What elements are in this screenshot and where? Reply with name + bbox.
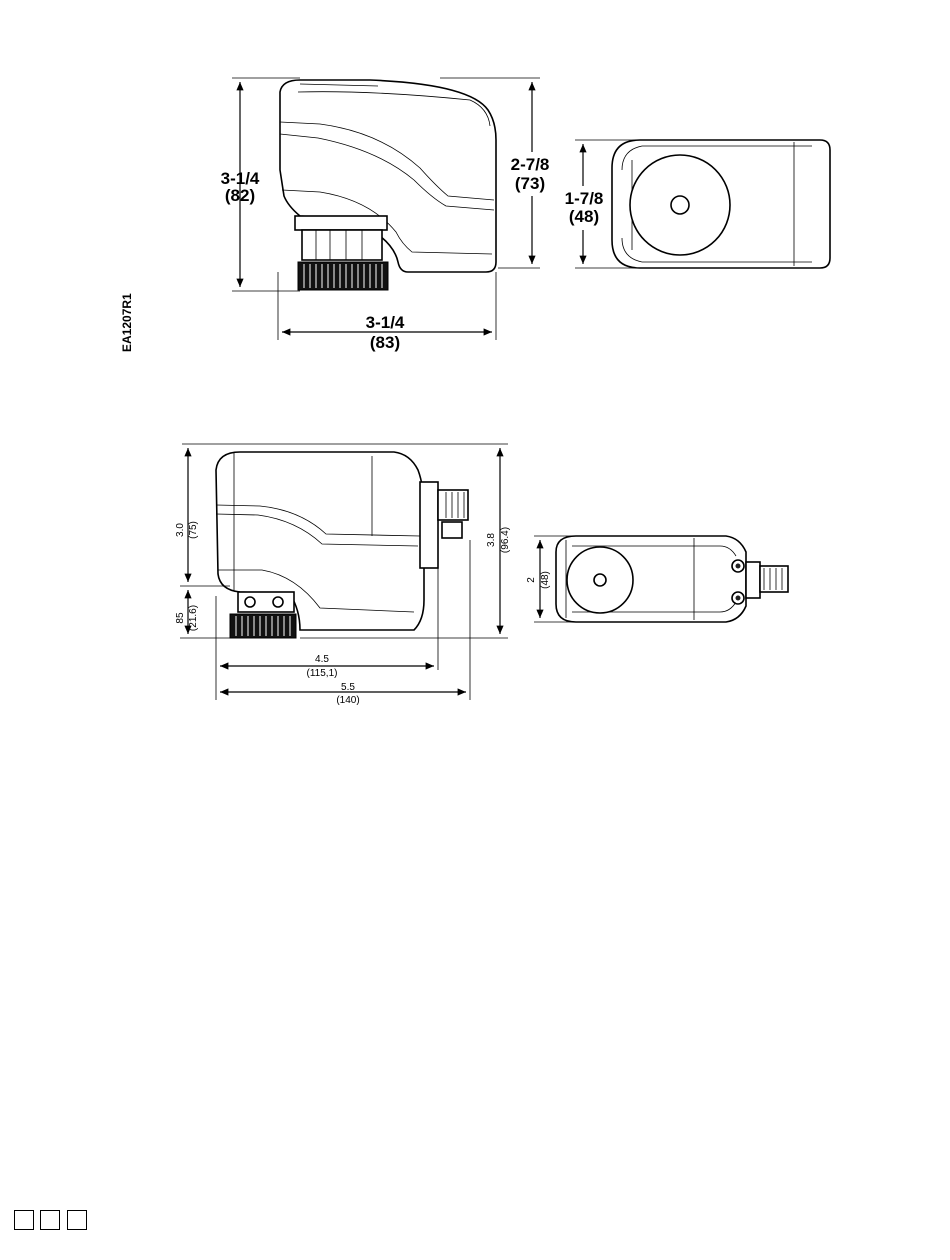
- body-height-mm-label: (73): [515, 174, 545, 193]
- dimension-neck-bottom: 85 (21.6): [175, 590, 230, 638]
- footer-box-1: [14, 1210, 34, 1230]
- width-mm-label: (83): [370, 333, 400, 352]
- total-height-mm-label: (96.4): [500, 527, 511, 553]
- body-length-inches-label: 4.5: [315, 654, 329, 665]
- footer-box-3: [67, 1210, 87, 1230]
- footer-box-2: [40, 1210, 60, 1230]
- depth-mm-label: (48): [569, 207, 599, 226]
- body-length-mm-label: (115,1): [307, 668, 338, 679]
- body-height-inches-label: 2-7/8: [511, 155, 550, 174]
- total-length-mm-label: (140): [336, 695, 359, 706]
- actuator-side-view-top: [280, 80, 496, 290]
- depth-inches-label: 1-7/8: [565, 189, 604, 208]
- height-mm-label: (82): [225, 186, 255, 205]
- neck-mm-label: (21.6): [188, 605, 199, 631]
- total-length-inches-label: 5.5: [341, 682, 355, 693]
- height-mm-bottom-label: (75): [188, 521, 199, 539]
- total-height-inches-label: 3.8: [486, 533, 497, 547]
- width-inches-label: 3-1/4: [366, 313, 405, 332]
- actuator-top-view-bottom: [556, 536, 788, 622]
- actuator-top-view-top: [612, 140, 830, 268]
- actuator-side-view-bottom: [182, 444, 508, 638]
- neck-inches-label: 85: [175, 612, 186, 624]
- drawing-id-label: EA1207R1: [120, 293, 134, 352]
- height-inches-bottom-label: 3.0: [175, 523, 186, 537]
- depth-inches-bottom-label: 2: [526, 577, 537, 583]
- depth-mm-bottom-label: (48): [540, 571, 551, 589]
